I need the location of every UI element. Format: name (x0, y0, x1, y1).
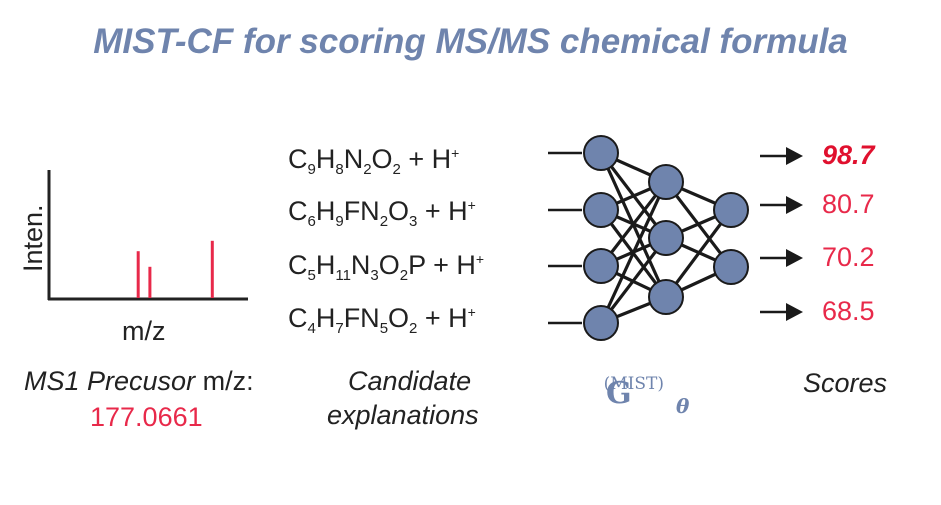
formula-sub: 3 (370, 267, 379, 284)
formula-sub: 7 (335, 320, 344, 337)
formula-text: + H (417, 196, 468, 226)
output-arrows (760, 147, 803, 321)
formula-sub: 3 (409, 213, 418, 230)
formula-sup: + (467, 197, 476, 213)
formula-text: + H (400, 144, 452, 174)
formula-text: FN (343, 196, 380, 226)
formula-text: C (288, 196, 308, 226)
model-superscript: (MIST) (603, 374, 664, 394)
formula-text: O (388, 196, 410, 226)
network-node (648, 164, 684, 200)
formula-sub: 5 (307, 267, 316, 284)
scores-label: Scores (803, 368, 888, 398)
network-edge (599, 181, 668, 324)
network-node (583, 135, 619, 171)
formula-text: N (350, 250, 371, 280)
candidate-formula: C6H9FN2O3 + H+ (288, 196, 476, 230)
output-arrow-head (786, 196, 803, 214)
formula-text: O (388, 303, 410, 333)
formula-text: H (315, 196, 336, 226)
input-lines (548, 151, 582, 325)
score-value: 80.7 (822, 189, 875, 219)
formula-sub: 2 (409, 320, 418, 337)
formula-sup: + (467, 304, 476, 320)
formula-sub: 2 (363, 161, 372, 178)
formula-text: O (378, 250, 400, 280)
formula-sub: 9 (307, 161, 316, 178)
network-node (648, 279, 684, 315)
spectrum-xlabel: m/z (122, 316, 166, 346)
formula-text: + H (417, 303, 468, 333)
formula-sup: + (451, 145, 460, 161)
formula-sup: + (475, 251, 485, 267)
formula-sub: 2 (392, 161, 401, 178)
formula-sub: 8 (335, 161, 344, 178)
candidate-formula: C5H11N3O2P + H+ (288, 250, 485, 284)
network-node (583, 305, 619, 341)
formula-text: P + H (408, 250, 476, 280)
precursor-label-plain: m/z: (202, 366, 254, 396)
network-node (713, 192, 749, 228)
score-top: 98.7 (822, 140, 875, 170)
formula-text: C (288, 303, 308, 333)
network-node (713, 249, 749, 285)
formula-text: H (315, 303, 336, 333)
spectrum-peaks (136, 240, 214, 298)
score-value: 70.2 (822, 242, 875, 272)
candidates-label-line2: explanations (327, 400, 479, 430)
precursor-label-italic: MS1 Precusor (24, 366, 196, 396)
formula-sub: 11 (335, 267, 351, 284)
formula-text: N (343, 144, 364, 174)
page-title: MIST-CF for scoring MS/MS chemical formu… (93, 22, 848, 61)
network-node (583, 248, 619, 284)
formula-sub: 2 (399, 267, 409, 284)
output-arrow-head (786, 303, 803, 321)
candidates-label-line1: Candidate (348, 366, 472, 396)
output-arrow-head (786, 147, 803, 165)
network-node (583, 192, 619, 228)
formula-sub: 4 (307, 320, 316, 337)
formula-sub: 6 (307, 213, 316, 230)
formula-text: C (288, 250, 308, 280)
network-nodes (583, 135, 749, 341)
precursor-value: 177.0661 (90, 402, 203, 432)
precursor-label: MS1 Precusor m/z: (24, 366, 254, 397)
formula-sub: 9 (335, 213, 344, 230)
formula-sub: 2 (379, 213, 389, 230)
output-arrow-head (786, 249, 803, 267)
formula-text: C (288, 144, 308, 174)
spectrum-plot (47, 170, 248, 301)
formula-sub: 5 (379, 320, 389, 337)
model-subscript: θ (676, 394, 690, 418)
network-edge (664, 209, 733, 298)
formula-text: H (315, 250, 336, 280)
model-symbol: G(MIST) θ (603, 374, 705, 418)
network-node (648, 220, 684, 256)
score-value: 68.5 (822, 296, 875, 326)
model-symbol-g: G (606, 376, 632, 411)
candidate-formula: C9H8N2O2 + H+ (288, 144, 460, 178)
spectrum-ylabel: Inten. (18, 204, 48, 272)
formula-text: H (315, 144, 336, 174)
formula-text: O (371, 144, 393, 174)
candidate-formula: C4H7FN5O2 + H+ (288, 303, 476, 337)
formula-text: FN (343, 303, 380, 333)
